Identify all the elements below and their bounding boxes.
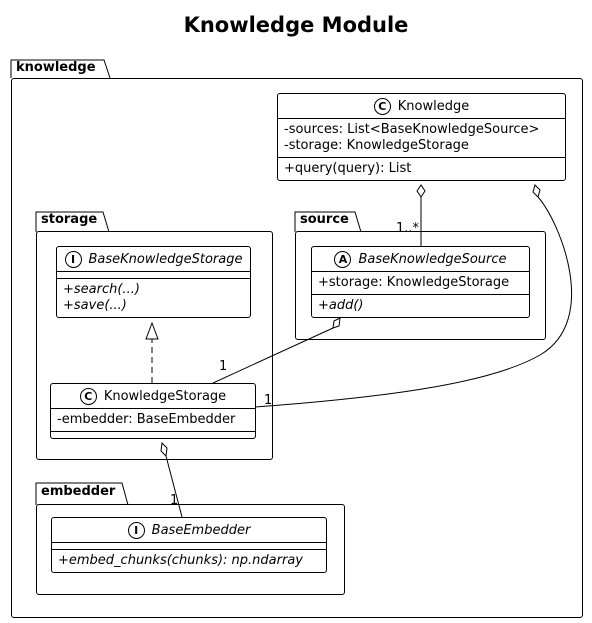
class-base-knowledge-storage[interactable]: I BaseKnowledgeStorage +search(...) +sav… bbox=[56, 246, 251, 318]
aggregation-diamond-icon bbox=[332, 317, 341, 329]
class-stereotype-icon: C bbox=[373, 97, 391, 115]
attribute: +storage: KnowledgeStorage bbox=[318, 275, 510, 290]
attributes-section bbox=[52, 543, 326, 550]
attribute: -storage: KnowledgeStorage bbox=[284, 138, 469, 153]
package-knowledge-label: knowledge bbox=[16, 60, 96, 75]
methods-section: +add() bbox=[312, 295, 529, 317]
attributes-section: +storage: KnowledgeStorage bbox=[312, 272, 529, 295]
aggregation-diamond-icon bbox=[416, 184, 426, 198]
attributes-section: -embedder: BaseEmbedder bbox=[51, 409, 255, 432]
methods-section: +search(...) +save(...) bbox=[57, 279, 250, 317]
method: +query(query): List bbox=[284, 161, 412, 176]
method: +search(...) bbox=[63, 282, 140, 297]
class-name: BaseKnowledgeSource bbox=[358, 251, 507, 267]
attributes-section bbox=[57, 272, 250, 279]
diagram-title: Knowledge Module bbox=[183, 13, 409, 37]
class-base-knowledge-source-header: A BaseKnowledgeSource bbox=[312, 247, 529, 272]
package-knowledge bbox=[11, 78, 583, 618]
class-name: BaseKnowledgeStorage bbox=[88, 251, 243, 267]
package-storage-label: storage bbox=[41, 212, 98, 227]
method: +add() bbox=[318, 298, 364, 313]
class-base-knowledge-storage-header: I BaseKnowledgeStorage bbox=[57, 247, 250, 272]
package-source-label: source bbox=[300, 212, 349, 227]
package-embedder-label: embedder bbox=[41, 484, 116, 499]
class-stereotype-icon: C bbox=[79, 387, 97, 405]
class-knowledge-storage-header: C KnowledgeStorage bbox=[51, 384, 255, 409]
multiplicity-embedder: 1 bbox=[170, 493, 179, 508]
method: +save(...) bbox=[63, 298, 127, 313]
class-base-knowledge-source[interactable]: A BaseKnowledgeSource +storage: Knowledg… bbox=[311, 246, 530, 318]
class-name: KnowledgeStorage bbox=[103, 388, 227, 404]
interface-stereotype-icon: I bbox=[127, 521, 145, 539]
attribute: -sources: List<BaseKnowledgeSource> bbox=[284, 122, 540, 137]
class-knowledge-header: C Knowledge bbox=[278, 94, 565, 119]
class-base-embedder[interactable]: I BaseEmbedder +embed_chunks(chunks): np… bbox=[51, 517, 327, 573]
multiplicity-source-storage: 1 bbox=[219, 359, 228, 374]
methods-section: +embed_chunks(chunks): np.ndarray bbox=[52, 550, 326, 572]
interface-stereotype-icon: I bbox=[64, 250, 82, 268]
aggregation-source-storage bbox=[212, 327, 334, 384]
package-storage bbox=[36, 231, 273, 460]
methods-section: +query(query): List bbox=[278, 158, 565, 180]
multiplicity-knowledge-storage: 1 bbox=[264, 393, 273, 408]
multiplicity-sources: 1..* bbox=[396, 221, 420, 236]
package-embedder bbox=[36, 504, 345, 595]
aggregation-knowledge-storage bbox=[254, 196, 573, 408]
attribute: -embedder: BaseEmbedder bbox=[57, 412, 236, 427]
class-name: Knowledge bbox=[397, 98, 470, 114]
class-knowledge[interactable]: C Knowledge -sources: List<BaseKnowledge… bbox=[277, 93, 566, 181]
class-knowledge-storage[interactable]: C KnowledgeStorage -embedder: BaseEmbedd… bbox=[50, 383, 256, 439]
aggregation-diamond-icon bbox=[160, 441, 168, 458]
abstract-stereotype-icon: A bbox=[334, 250, 352, 268]
attributes-section: -sources: List<BaseKnowledgeSource> -sto… bbox=[278, 119, 565, 158]
realization-arrow-icon bbox=[145, 321, 159, 340]
aggregation-diamond-icon bbox=[532, 184, 541, 198]
method: +embed_chunks(chunks): np.ndarray bbox=[58, 553, 303, 568]
aggregation-storage-embedder bbox=[165, 455, 183, 518]
class-name: BaseEmbedder bbox=[151, 522, 251, 538]
class-base-embedder-header: I BaseEmbedder bbox=[52, 518, 326, 543]
